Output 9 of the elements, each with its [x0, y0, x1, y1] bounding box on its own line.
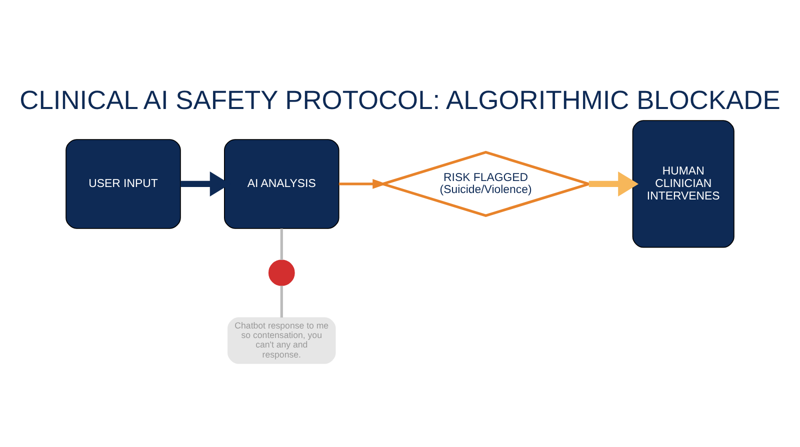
node-circle: [268, 259, 295, 286]
diagram-title: CLINICAL AI SAFETY PROTOCOL: ALGORITHMIC BLOCKADE: [20, 84, 780, 115]
connector: [280, 285, 283, 318]
node-box: USER INPUT: [66, 138, 181, 228]
connector: [280, 228, 283, 260]
node-box: HUMAN CLINICIAN INTERVENES: [632, 120, 734, 248]
node-box: Chatbot response to me so contensation, you can't any and response.: [228, 316, 336, 364]
node-box: AI ANALYSIS: [224, 138, 340, 228]
arrow: [588, 170, 638, 196]
